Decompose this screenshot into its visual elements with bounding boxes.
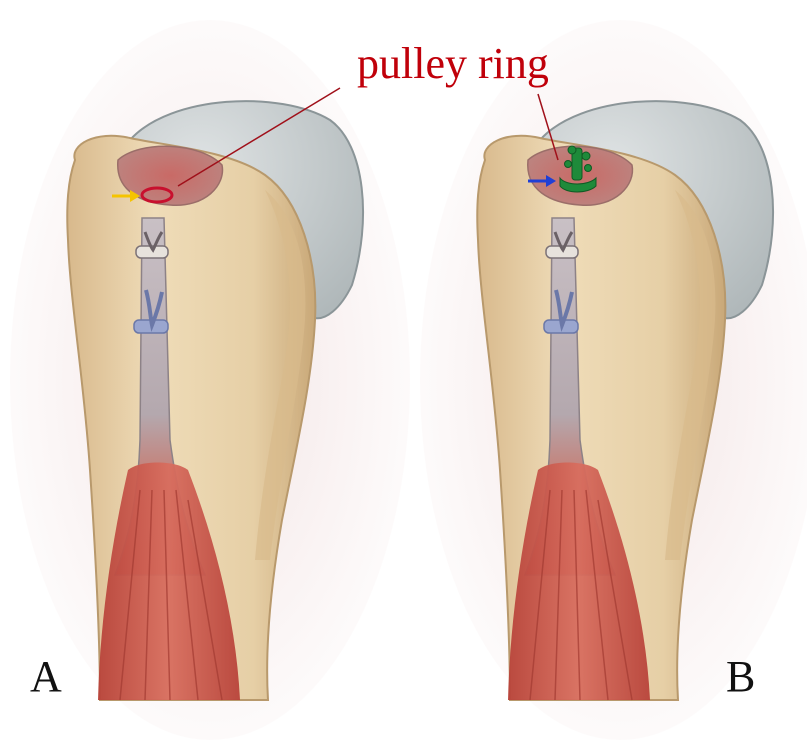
green-anchor-icon [559,145,597,193]
bone-ridge-shade [665,190,716,560]
panel-a-humerus [66,100,365,701]
panel-label-a: A [30,652,62,701]
yellow-arrow-icon [112,190,140,202]
panel-b-humerus [476,100,775,701]
panel-label-b: B [726,652,756,701]
muscle-fibers [529,489,633,701]
suture-anchor-bottom [133,289,169,334]
callout-line-a [177,87,341,187]
blue-arrow-icon [528,175,556,187]
biceps-muscle [98,462,240,700]
biceps-muscle [508,462,650,700]
suture-anchor-top [545,231,579,259]
callout-label: pulley ring [357,39,549,88]
callout-line-b [537,93,559,161]
muscle-fibers [119,489,223,701]
suture-anchor-top [135,231,169,259]
suture-anchor-bottom [543,289,579,334]
bone-ridge-shade [255,190,306,560]
pulley-ring-ellipse [140,186,174,204]
